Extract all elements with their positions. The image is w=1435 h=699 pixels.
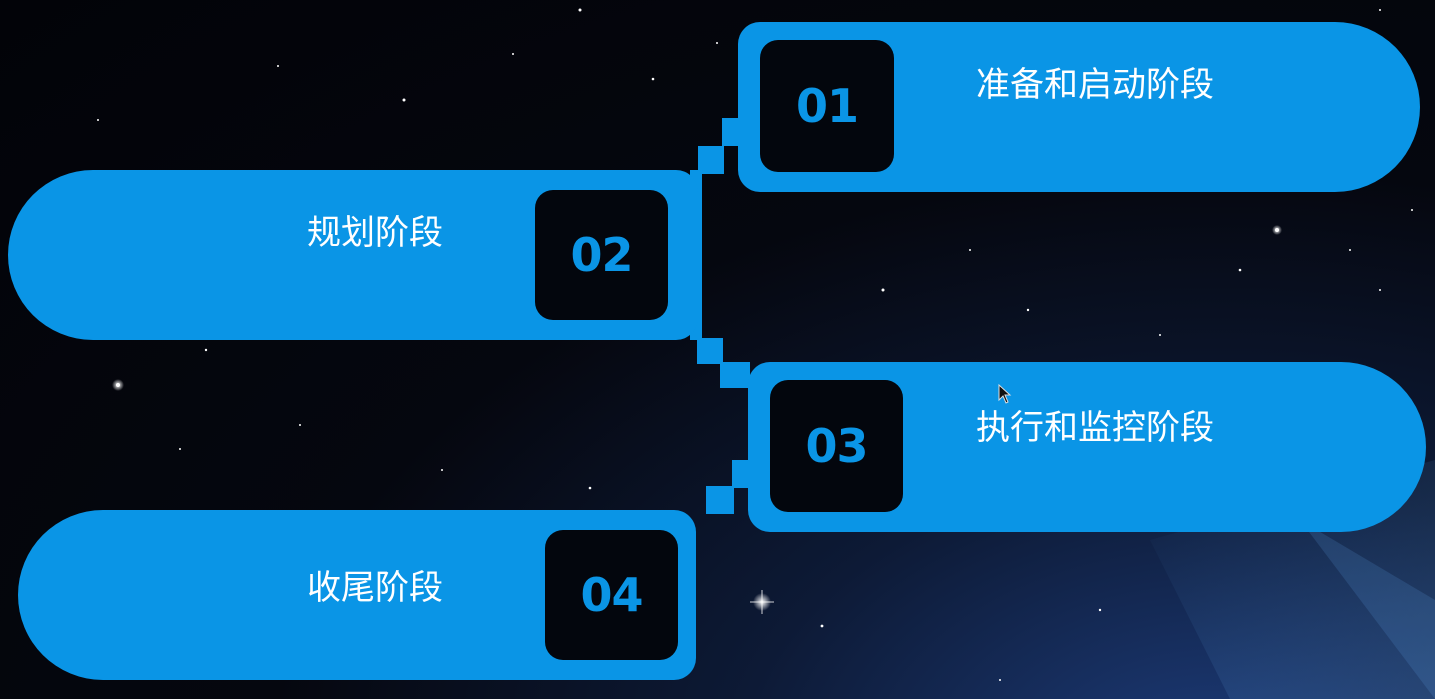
- stage-03-number-badge: 03: [770, 380, 903, 512]
- stage-02-number: 02: [570, 228, 633, 282]
- mouse-pointer-icon: [998, 384, 1012, 404]
- stage-03-title: 执行和监控阶段: [976, 408, 1214, 448]
- stage-01-number: 01: [795, 79, 859, 133]
- stage-02-title: 规划阶段: [307, 213, 443, 253]
- stage-02-number-badge: 02: [535, 190, 668, 320]
- connector: [732, 460, 752, 488]
- stage-01-title: 准备和启动阶段: [976, 65, 1214, 105]
- stage-03-number: 03: [805, 419, 868, 473]
- connector: [698, 146, 724, 174]
- connector: [722, 118, 740, 146]
- stage-04-number-badge: 04: [545, 530, 678, 660]
- stage-01-number-badge: 01: [760, 40, 894, 172]
- connector: [697, 338, 723, 364]
- connector: [720, 362, 750, 388]
- connector: [706, 486, 734, 514]
- stage-04-number: 04: [580, 568, 643, 622]
- stage-04-title: 收尾阶段: [307, 568, 443, 608]
